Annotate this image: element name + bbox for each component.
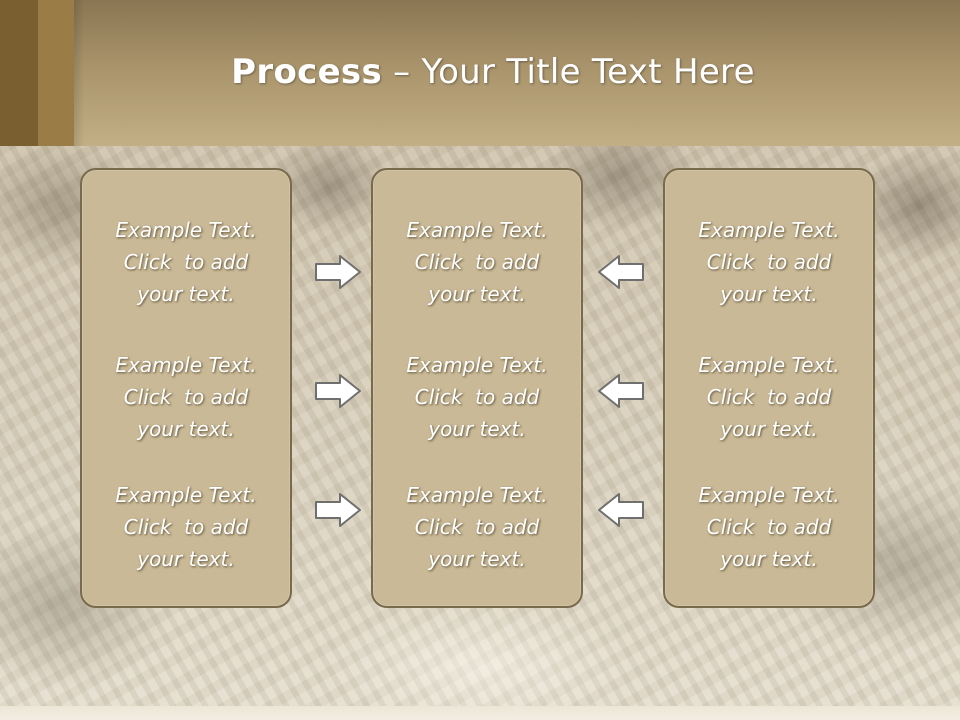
text-block[interactable]: Example Text. Click to add your text.	[665, 479, 873, 575]
text-block[interactable]: Example Text. Click to add your text.	[82, 479, 290, 575]
text-line: your text.	[720, 282, 818, 306]
text-line: Example Text.	[115, 483, 257, 507]
text-line: Example Text.	[406, 218, 548, 242]
bottom-strip	[0, 706, 960, 720]
text-line: Example Text.	[115, 218, 257, 242]
left-arrow-icon[interactable]	[597, 492, 645, 528]
text-block[interactable]: Example Text. Click to add your text.	[373, 214, 581, 310]
header-stripe	[0, 0, 38, 146]
text-line: Click to add	[123, 515, 249, 539]
title-rest: – Your Title Text Here	[382, 52, 755, 92]
text-line: your text.	[137, 417, 235, 441]
title-bold: Process	[231, 52, 383, 92]
text-block[interactable]: Example Text. Click to add your text.	[82, 214, 290, 310]
text-line: Example Text.	[406, 483, 548, 507]
text-line: your text.	[720, 417, 818, 441]
text-panel-center[interactable]: Example Text. Click to add your text. Ex…	[371, 168, 583, 608]
left-arrow-icon[interactable]	[597, 254, 645, 290]
text-block[interactable]: Example Text. Click to add your text.	[373, 349, 581, 445]
text-line: Example Text.	[698, 483, 840, 507]
right-arrow-icon[interactable]	[314, 492, 362, 528]
header-stripe	[74, 0, 84, 146]
text-line: your text.	[137, 282, 235, 306]
text-line: your text.	[137, 547, 235, 571]
text-line: Example Text.	[115, 353, 257, 377]
text-line: Example Text.	[698, 218, 840, 242]
left-arrow-icon[interactable]	[597, 373, 645, 409]
text-line: your text.	[428, 417, 526, 441]
text-block[interactable]: Example Text. Click to add your text.	[665, 349, 873, 445]
text-line: Example Text.	[698, 353, 840, 377]
text-line: your text.	[428, 282, 526, 306]
text-line: Click to add	[706, 385, 832, 409]
text-line: Example Text.	[406, 353, 548, 377]
text-block[interactable]: Example Text. Click to add your text.	[665, 214, 873, 310]
slide-title[interactable]: Process – Your Title Text Here	[0, 52, 960, 92]
header-band	[0, 0, 960, 146]
text-line: Click to add	[414, 515, 540, 539]
text-block[interactable]: Example Text. Click to add your text.	[82, 349, 290, 445]
text-line: Click to add	[123, 250, 249, 274]
text-line: Click to add	[706, 515, 832, 539]
right-arrow-icon[interactable]	[314, 373, 362, 409]
text-line: Click to add	[414, 250, 540, 274]
text-line: Click to add	[123, 385, 249, 409]
text-panel-right[interactable]: Example Text. Click to add your text. Ex…	[663, 168, 875, 608]
header-stripe	[38, 0, 74, 146]
text-line: your text.	[428, 547, 526, 571]
text-block[interactable]: Example Text. Click to add your text.	[373, 479, 581, 575]
right-arrow-icon[interactable]	[314, 254, 362, 290]
text-line: Click to add	[414, 385, 540, 409]
text-line: Click to add	[706, 250, 832, 274]
text-line: your text.	[720, 547, 818, 571]
text-panel-left[interactable]: Example Text. Click to add your text. Ex…	[80, 168, 292, 608]
